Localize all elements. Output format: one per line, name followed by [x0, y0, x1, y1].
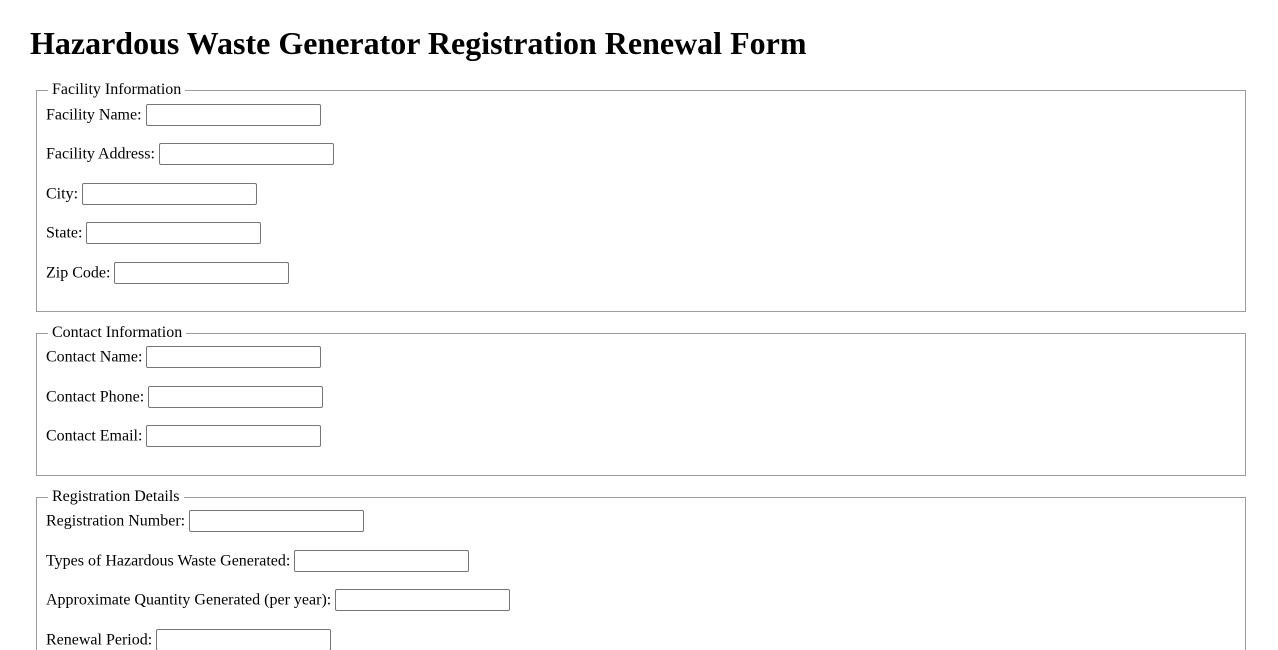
section-facility-information: Facility Information Facility Name: Faci…: [36, 81, 1246, 313]
section-fields: Facility Name: Facility Address: City: S…: [46, 103, 1236, 285]
form-sections: Facility Information Facility Name: Faci…: [0, 81, 1278, 650]
section-fields: Registration Number: Types of Hazardous …: [46, 510, 1236, 650]
field-row-contact-email: Contact Email:: [46, 425, 1236, 448]
quantity-generated-input[interactable]: [335, 589, 511, 612]
facility-name-input[interactable]: [145, 103, 321, 126]
field-label: Contact Name:: [46, 348, 143, 366]
field-row-contact-name: Contact Name:: [46, 346, 1236, 369]
registration-number-input[interactable]: [189, 510, 365, 533]
field-row-registration-number: Registration Number:: [46, 510, 1236, 533]
renewal-period-input[interactable]: [156, 628, 332, 650]
field-row-contact-phone: Contact Phone:: [46, 385, 1236, 409]
facility-address-input[interactable]: [158, 143, 334, 166]
contact-phone-input[interactable]: [148, 385, 324, 408]
field-label: Contact Phone:: [46, 388, 145, 406]
section-legend: Facility Information: [52, 81, 182, 99]
field-label: Contact Email:: [46, 427, 143, 445]
field-label: Renewal Period:: [46, 631, 153, 649]
page-title: Hazardous Waste Generator Registration R…: [30, 25, 807, 61]
field-row-quantity-generated: Approximate Quantity Generated (per year…: [46, 589, 1236, 612]
field-row-city: City:: [46, 182, 1236, 206]
field-label: Zip Code:: [46, 264, 111, 282]
contact-email-input[interactable]: [146, 425, 322, 448]
field-row-waste-types: Types of Hazardous Waste Generated:: [46, 549, 1236, 573]
city-input[interactable]: [82, 182, 258, 205]
section-fields: Contact Name: Contact Phone: Contact Ema…: [46, 346, 1236, 448]
field-row-facility-name: Facility Name:: [46, 103, 1236, 127]
section-legend: Registration Details: [52, 487, 180, 505]
state-input[interactable]: [86, 222, 262, 245]
field-label: Registration Number:: [46, 512, 186, 530]
field-row-state: State:: [46, 222, 1236, 245]
registration-renewal-form: Facility Information Facility Name: Faci…: [0, 81, 1278, 650]
waste-types-input[interactable]: [294, 549, 470, 572]
field-label: Facility Name:: [46, 106, 142, 124]
field-row-facility-address: Facility Address:: [46, 143, 1236, 166]
section-legend: Contact Information: [52, 324, 183, 342]
field-row-zip-code: Zip Code:: [46, 261, 1236, 285]
field-label: City:: [46, 185, 79, 203]
field-row-renewal-period: Renewal Period:: [46, 628, 1236, 650]
field-label: Facility Address:: [46, 145, 155, 163]
field-label: State:: [46, 224, 83, 242]
zip-code-input[interactable]: [114, 261, 290, 284]
field-label: Approximate Quantity Generated (per year…: [46, 591, 332, 609]
contact-name-input[interactable]: [146, 346, 322, 369]
field-label: Types of Hazardous Waste Generated:: [46, 552, 291, 570]
section-registration-details: Registration Details Registration Number…: [36, 487, 1246, 650]
section-contact-information: Contact Information Contact Name: Contac…: [36, 324, 1246, 476]
